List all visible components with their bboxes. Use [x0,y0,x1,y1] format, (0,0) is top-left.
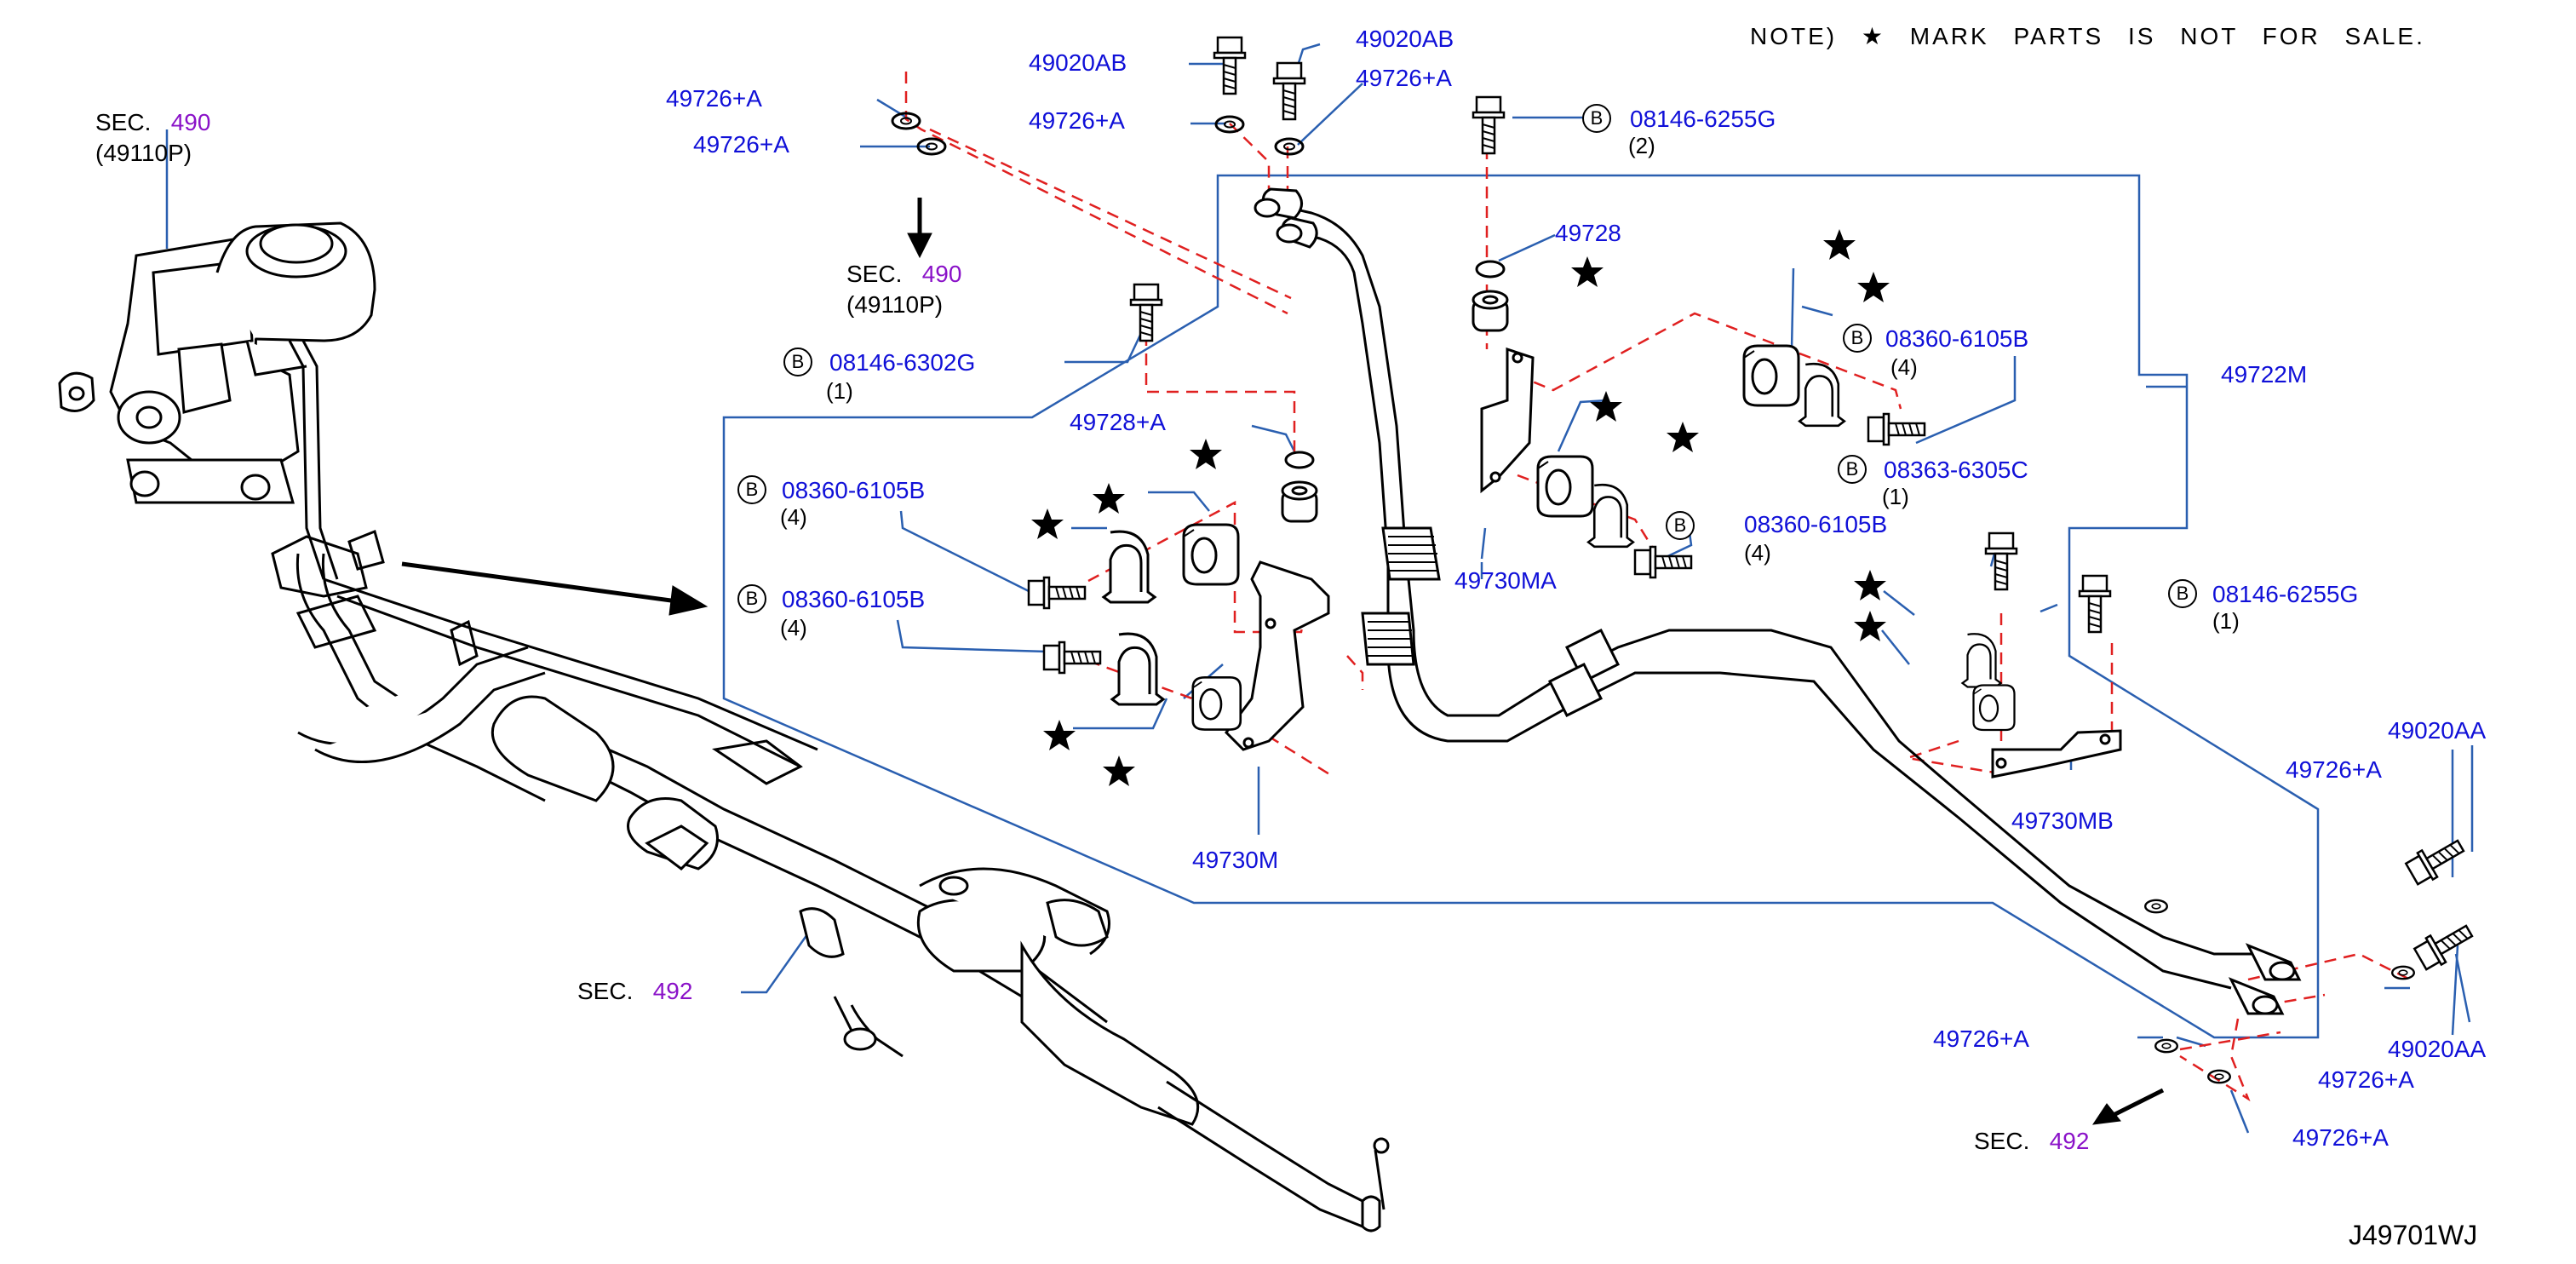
sec-number[interactable]: 492 [2049,1128,2090,1154]
part-label-49726a[interactable]: 49726+A [693,131,789,158]
grommets [1281,260,1509,523]
star-icon [1857,272,1890,302]
not-for-sale-note: NOTE) ★ MARK PARTS IS NOT FOR SALE. [1750,23,2425,49]
part-label-08360-6105b[interactable]: 08360-6105B [1885,325,2029,352]
part-label-49726a[interactable]: 49726+A [1356,65,1452,91]
sec-number[interactable]: 490 [921,261,962,287]
part-label-49726a[interactable]: 49726+A [1029,107,1125,134]
sec-492-left[interactable]: SEC. 492 [577,978,692,1005]
part-label-49728a[interactable]: 49728+A [1070,409,1166,435]
star-icon [1190,439,1222,469]
part-label-08146-6302g[interactable]: 08146-6302G [829,349,976,376]
part-label-49728[interactable]: 49728 [1555,220,1621,246]
star-icon [1043,720,1076,750]
sec-prefix: SEC. [1974,1128,2030,1154]
power-steering-pump [58,221,376,504]
sec-number[interactable]: 490 [170,109,211,135]
bracket-49730mb [1991,729,2122,779]
part-label-49020aa[interactable]: 49020AA [2388,1036,2487,1062]
part-label-49730m[interactable]: 49730M [1192,847,1279,873]
star-icon [1093,483,1125,514]
part-label-08360-6105b[interactable]: 08360-6105B [1744,511,1888,537]
diagram-code: J49701WJ [2349,1220,2478,1250]
quantity: (1) [826,378,853,404]
bracket-49730ma [1480,347,1535,494]
star-icon [1667,422,1699,452]
sec-number[interactable]: 492 [652,978,693,1004]
bolts [1027,36,2478,974]
part-label-49730ma[interactable]: 49730MA [1454,567,1557,594]
part-label-08146-6255g[interactable]: 08146-6255G [1630,106,1776,132]
part-label-08146-6255g[interactable]: 08146-6255G [2212,581,2359,607]
sec-490-top-sub: (49110P) [95,140,192,166]
high-pressure-hose-assembly [1254,187,2302,1015]
part-label-49726a[interactable]: 49726+A [1933,1026,2029,1052]
part-label-49726a[interactable]: 49726+A [666,85,762,112]
star-icon [1823,229,1856,260]
sec-prefix: SEC. [95,109,152,135]
leader-lines [165,43,2474,1134]
quantity: (4) [780,615,807,641]
star-icon [1031,508,1064,539]
star-icon [1571,256,1604,287]
sec-490-mid[interactable]: SEC. 490 [846,261,961,288]
quantity: (1) [2212,608,2240,634]
pump-feed-pipes [271,340,818,785]
pointer-arrows [401,198,2165,1125]
star-icon [1854,570,1886,600]
part-label-49020aa[interactable]: 49020AA [2388,717,2487,744]
star-icon [1590,391,1622,422]
bolt-symbol-icon: B [1843,324,1872,353]
bolt-symbol-icon: B [2168,579,2197,608]
bolt-symbol-icon: B [1582,104,1611,133]
star-icon [1103,756,1135,786]
sec-490-mid-sub: (49110P) [846,291,944,318]
sec-492-right[interactable]: SEC. 492 [1974,1128,2089,1155]
quantity: (4) [1744,540,1771,566]
part-label-08363-6305c[interactable]: 08363-6305C [1884,457,2028,483]
quantity: (1) [1882,484,1909,509]
part-label-08360-6105b[interactable]: 08360-6105B [782,477,926,503]
bracket-49730m [1225,560,1330,751]
bolt-symbol-icon: B [737,584,766,613]
star-icon [1854,611,1886,641]
bolt-symbol-icon: B [737,475,766,504]
assembly-boundary-outline [722,174,2320,1039]
part-label-49020ab[interactable]: 49020AB [1029,49,1127,76]
sec-prefix: SEC. [846,261,903,287]
quantity: (2) [1628,133,1655,158]
part-label-49730mb[interactable]: 49730MB [2011,807,2114,834]
part-label-49726a[interactable]: 49726+A [2286,756,2382,783]
quantity: (4) [1890,354,1918,380]
bolt-symbol-icon: B [1666,511,1695,540]
part-label-49020ab[interactable]: 49020AB [1356,26,1454,52]
part-label-49722m[interactable]: 49722M [2221,361,2308,388]
steering-gear-rack [295,553,1390,1232]
sec-prefix: SEC. [577,978,634,1004]
bolt-symbol-icon: B [1838,455,1867,484]
sec-490-top[interactable]: SEC. 490 [95,109,210,136]
quantity: (4) [780,504,807,530]
bolt-symbol-icon: B [783,348,812,376]
part-label-49726a[interactable]: 49726+A [2318,1066,2414,1093]
part-label-49726a[interactable]: 49726+A [2292,1124,2389,1151]
part-label-08360-6105b[interactable]: 08360-6105B [782,586,926,612]
